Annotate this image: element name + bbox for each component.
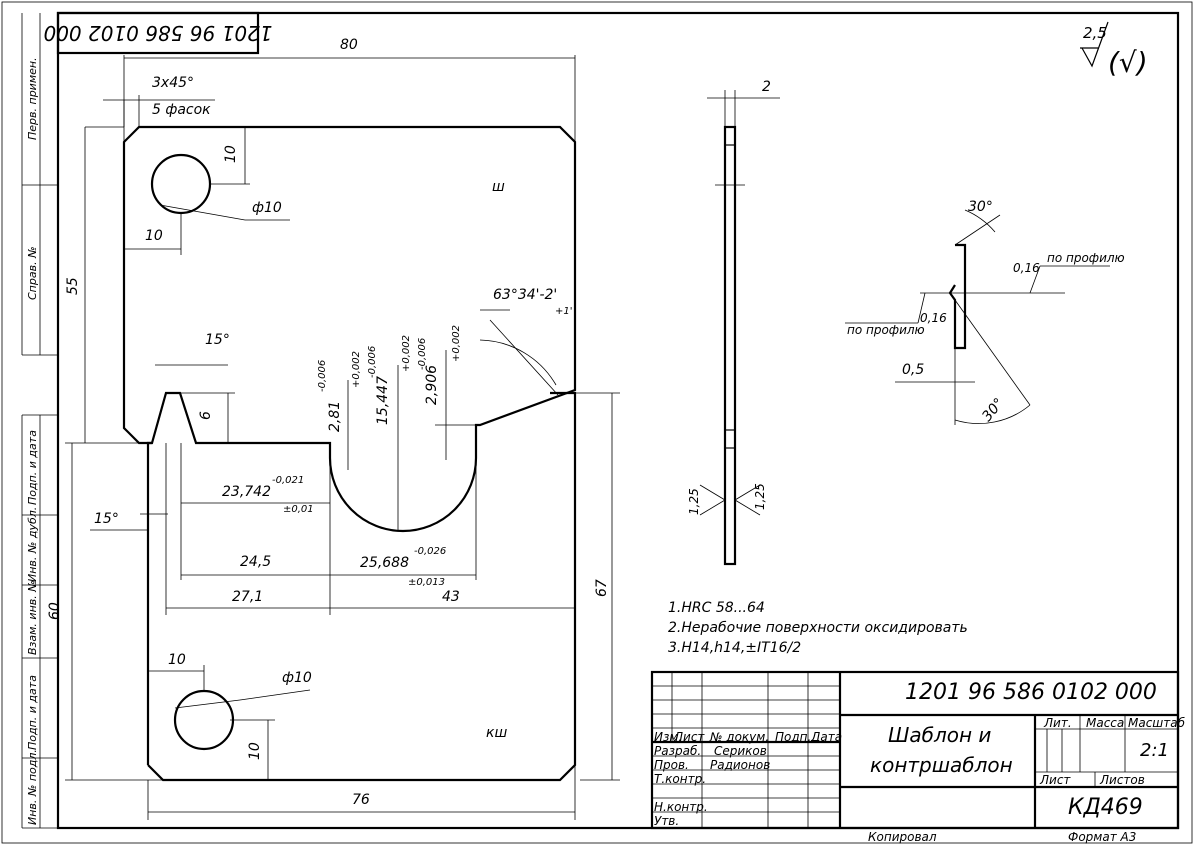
title-block-title-line2: контршаблон [870, 753, 1013, 777]
label-perv-primen: Перв. примен. [26, 57, 39, 140]
tb-massa: Масса [1086, 716, 1125, 730]
dim-25-688-tol2: ±0,013 [408, 577, 446, 588]
label-vzam-inv: Взам. инв. № [26, 580, 39, 655]
title-block-number: 1201 96 586 0102 000 [905, 680, 1157, 705]
dim-25-688-tol: -0,026 [414, 546, 447, 557]
dim-2-906-tol: -0,006 [417, 337, 428, 370]
dim-phi10-bottom: ф10 [282, 670, 312, 686]
col-list: Лист [674, 730, 705, 744]
dim-15-447: 15,447 [375, 376, 391, 425]
counter-template-label: кш [486, 725, 508, 741]
roughness-profile-left: по профилю [847, 323, 925, 337]
dim-2-81-tol: -0,006 [317, 359, 328, 392]
row-nkontr: Н.контр. [654, 800, 708, 814]
counter-template-outline [146, 391, 577, 782]
hole-bottom [173, 689, 235, 751]
tb-company: КД469 [1068, 795, 1143, 820]
dim-55: 55 [65, 277, 81, 295]
dim-2-906-tol2: +0,002 [451, 324, 462, 362]
dim-10-hole-top-vertical: 10 [223, 145, 239, 163]
dim-1-25-right: 1,25 [753, 483, 767, 510]
tb-lit: Лит. [1044, 716, 1072, 730]
dim-27-1: 27,1 [232, 589, 264, 605]
col-izm: Изм. [654, 730, 683, 744]
edge-detail [845, 209, 1110, 425]
dim-0-5: 0,5 [902, 362, 925, 378]
dim-23-742: 23,742 [222, 484, 271, 500]
label-podp-data-2: Подп. и дата [26, 675, 39, 750]
dim-76: 76 [352, 792, 370, 808]
dim-angle-top-tol: +1' [555, 306, 573, 317]
title-block-grid [650, 670, 1180, 830]
dim-phi10-top: ф10 [252, 200, 282, 216]
name-razrab: Сериков [714, 744, 767, 758]
title-block-title-line1: Шаблон и [888, 723, 992, 747]
dim-25-688: 25,688 [360, 555, 409, 571]
label-inv-dubl: Инв. № дубл. [26, 507, 39, 582]
dim-angle-15-top: 15° [205, 332, 230, 348]
dim-6: 6 [198, 411, 214, 420]
col-doc: № докум. [710, 730, 770, 744]
dim-23-742-tol2: ±0,01 [283, 504, 314, 515]
tb-masshtab: Масштаб [1128, 716, 1186, 730]
dim-10-hole-bottom-horizontal: 10 [168, 652, 186, 668]
side-view [699, 90, 780, 566]
dim-2-81: 2,81 [327, 400, 343, 432]
label-sprav: Справ. № [26, 246, 39, 300]
dim-43: 43 [442, 589, 460, 605]
dim-1-25-left: 1,25 [687, 488, 701, 515]
dim-24-5: 24,5 [240, 554, 272, 570]
dim-15-447-tol: -0,006 [367, 345, 378, 378]
roughness-016-left: 0,16 [920, 311, 947, 325]
name-prov: Радионов [710, 758, 771, 772]
dim-angle-30-top: 30° [968, 199, 993, 215]
tb-list: Лист [1040, 773, 1071, 787]
roughness-value: 2,5 [1083, 24, 1107, 42]
dim-80: 80 [340, 37, 358, 53]
row-utv: Утв. [654, 814, 680, 828]
dim-60: 60 [47, 602, 63, 620]
roughness-symbol [1080, 21, 1109, 68]
note-1: 1.HRC 58...64 [668, 600, 765, 616]
note-2: 2.Нерабочие поверхности оксидировать [668, 620, 968, 636]
dim-angle-15-bottom: 15° [94, 511, 119, 527]
template-label: ш [492, 179, 505, 195]
row-tkontr: Т.контр. [654, 772, 707, 786]
roughness-profile-right: по профилю [1047, 251, 1125, 265]
tb-copied: Копировал [868, 830, 937, 844]
inner-frame [56, 11, 1180, 830]
dim-10-hole-top-horizontal: 10 [145, 228, 163, 244]
template-outline [122, 125, 577, 533]
col-sign: Подп. [775, 730, 812, 744]
dim-15-447-tol2: +0,002 [401, 334, 412, 372]
doc-number-stamp-box [56, 11, 260, 55]
dim-2-81-tol2: +0,002 [351, 350, 362, 388]
tb-format: Формат А3 [1068, 830, 1137, 844]
tb-scale: 2:1 [1140, 740, 1169, 761]
note-3: 3.H14,h14,±IT16/2 [668, 640, 802, 656]
dim-angle-top: 63°34'-2' [493, 287, 558, 303]
col-date: Дата [811, 730, 843, 744]
dim-23-742-tol: -0,021 [272, 475, 305, 486]
hole-top [150, 153, 212, 215]
tb-listov: Листов [1100, 773, 1145, 787]
dim-10-hole-bottom-vertical: 10 [247, 742, 263, 760]
dim-chamfer: 3x45° [152, 75, 195, 91]
doc-number-stamp: 1201 96 586 0102 000 [43, 21, 272, 45]
dimension-lines [65, 55, 620, 820]
dim-side-thickness: 2 [762, 79, 771, 95]
row-razrab: Разраб. [654, 744, 702, 758]
label-inv-podl: Инв. № подл. [26, 749, 39, 825]
left-margin-strip [21, 13, 58, 829]
roughness-mark: (√) [1108, 46, 1148, 79]
label-podp-data-1: Подп. и дата [26, 430, 39, 505]
row-prov: Пров. [654, 758, 689, 772]
roughness-016-right: 0,16 [1013, 261, 1040, 275]
dim-67: 67 [594, 579, 610, 597]
dim-2-906: 2,906 [424, 364, 440, 405]
dim-chamfer-count: 5 фасок [152, 102, 211, 118]
